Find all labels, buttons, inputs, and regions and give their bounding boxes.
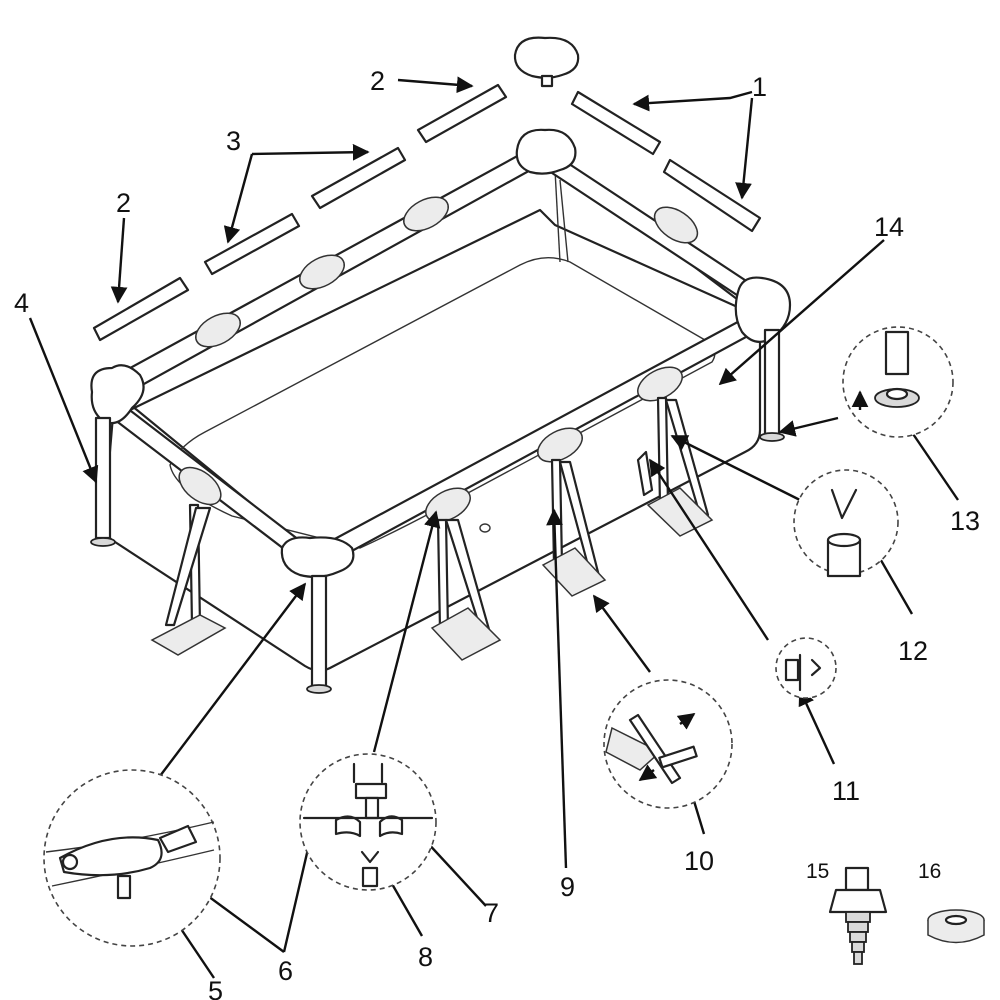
label-7: 7 [484, 898, 499, 928]
label-6: 6 [278, 956, 293, 986]
label-11: 11 [832, 776, 860, 806]
detail-5-6 [43, 769, 221, 947]
label-13: 13 [950, 506, 980, 536]
side-supports [150, 396, 714, 661]
part-15-valve [828, 866, 888, 965]
detail-12 [793, 469, 899, 578]
t-connectors [178, 196, 699, 523]
corner-caps [90, 128, 792, 579]
label-1: 1 [752, 72, 767, 102]
part-labels: 1 2 3 2 4 14 13 12 11 10 9 7 8 6 5 15 16 [14, 66, 980, 1000]
corner-legs [90, 328, 785, 694]
label-8: 8 [418, 942, 433, 972]
label-10: 10 [684, 846, 714, 876]
label-5: 5 [208, 976, 223, 1000]
drain-plug [479, 523, 491, 533]
corner-cap-back [515, 128, 577, 175]
detail-13 [842, 326, 954, 438]
corner-cap-right [734, 276, 792, 343]
detail-11 [775, 637, 837, 699]
label-15: 15 [806, 860, 829, 883]
side-support [541, 458, 607, 597]
label-12: 12 [898, 636, 928, 666]
label-9: 9 [560, 872, 575, 902]
detail-6-7-8 [299, 753, 437, 891]
corner-cap-exploded [513, 36, 580, 79]
corner-cap-front [280, 536, 355, 579]
label-2-upper: 2 [370, 66, 385, 96]
pool-floor-outline [169, 257, 716, 549]
side-support [150, 503, 227, 656]
part-16-ring [927, 909, 985, 944]
side-support [636, 396, 714, 537]
label-3: 3 [226, 126, 241, 156]
label-2-lower: 2 [116, 188, 131, 218]
label-4: 4 [14, 288, 29, 318]
detail-10 [603, 679, 733, 809]
exploded-parts [92, 36, 762, 342]
label-16: 16 [918, 860, 941, 883]
label-14: 14 [874, 212, 904, 242]
side-support [430, 518, 502, 661]
